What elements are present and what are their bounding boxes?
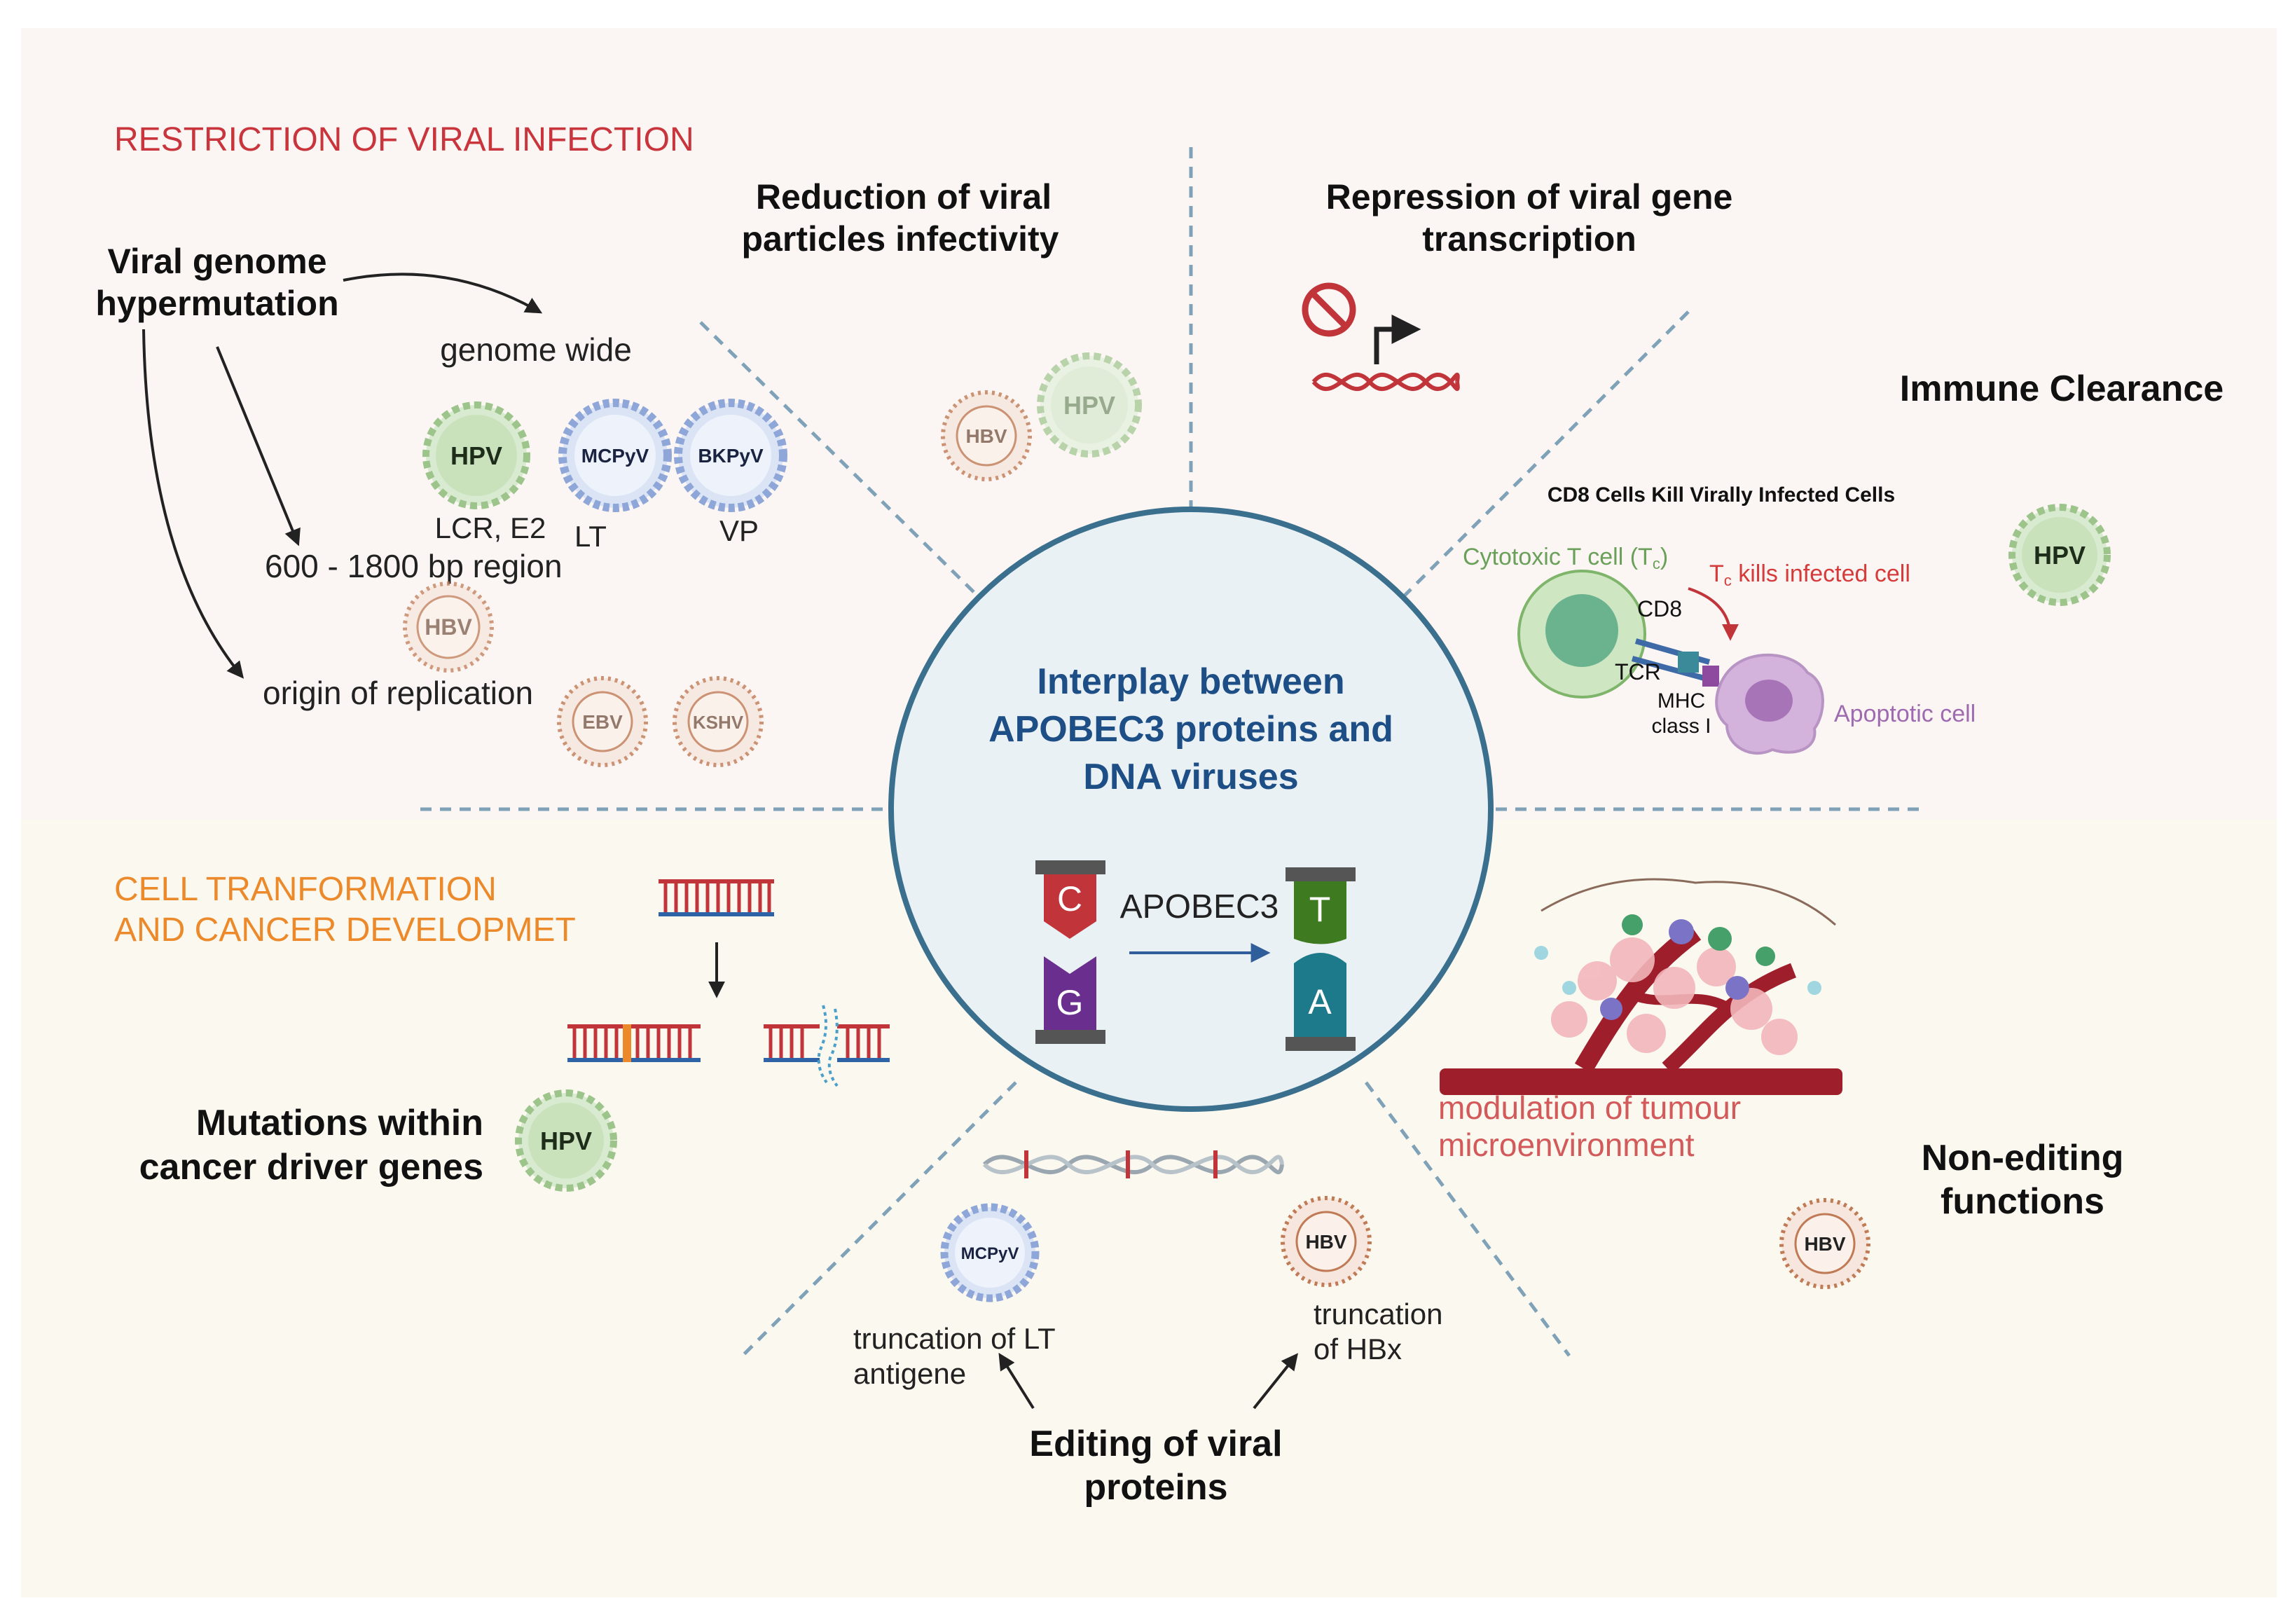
svg-text:BKPyV: BKPyV	[698, 445, 764, 467]
editing-title-line2: proteins	[1084, 1467, 1227, 1508]
hypermutation-title-line2: hypermutation	[95, 284, 338, 323]
cd8-label: CD8	[1637, 596, 1682, 621]
svg-text:G: G	[1056, 983, 1084, 1022]
transformation-header-line1: CELL TRANFORMATION	[114, 871, 497, 908]
immune-subtitle: CD8 Cells Kill Virally Infected Cells	[1548, 483, 1895, 507]
mutated-dna-icon	[567, 1024, 701, 1062]
cytotoxic-label: Cytotoxic T cell (Tc)	[1463, 544, 1668, 572]
transcription-arrow-icon	[1374, 315, 1421, 364]
repression-title-line1: Repression of viral gene	[1326, 177, 1733, 216]
section-dividers	[420, 147, 1927, 1357]
broken-dna-icon	[764, 1005, 890, 1087]
svg-text:KSHV: KSHV	[693, 712, 744, 733]
nonediting-title-line1: Non-editing	[1922, 1138, 2124, 1178]
lt-truncation-line1: truncation of LT	[853, 1322, 1056, 1355]
hypermutation-title-line1: Viral genome	[107, 242, 326, 281]
vp-label: VP	[719, 514, 759, 547]
hbv-virus-icon: HBV	[403, 582, 494, 673]
hbx-truncation-line1: truncation	[1314, 1298, 1442, 1330]
genome-wide-label: genome wide	[440, 331, 632, 368]
lt-label: LT	[574, 520, 607, 553]
tcr-label: TCR	[1615, 659, 1661, 684]
kills-label: Tc kills infected cell	[1709, 560, 1910, 589]
hpv-virus-icon: HPV	[515, 1089, 617, 1192]
tumour-label-line2: microenvironment	[1438, 1127, 1695, 1163]
mhc-label-line1: MHC	[1658, 689, 1705, 713]
lcr-e2-label: LCR, E2	[435, 511, 546, 544]
svg-text:HBV: HBV	[425, 614, 472, 640]
center-title-line2: APOBEC3 proteins and	[988, 709, 1393, 750]
tumour-vessel-icon	[1440, 878, 1842, 1095]
svg-text:HBV: HBV	[965, 425, 1007, 447]
transformation-header-line2: AND CANCER DEVELOPMET	[114, 911, 576, 949]
nonediting-title-line2: functions	[1941, 1181, 2104, 1222]
hbv-virus-icon: HBV	[1281, 1196, 1372, 1287]
t-cell-icon	[1517, 570, 1719, 699]
mcpyv-virus-icon: MCPyV	[940, 1203, 1040, 1302]
center-circle	[888, 507, 1494, 1112]
reduction-title-line1: Reduction of viral	[756, 177, 1052, 216]
lt-truncation-line2: antigene	[853, 1357, 966, 1390]
editing-title-line1: Editing of viral	[1029, 1424, 1282, 1464]
svg-text:HPV: HPV	[1063, 391, 1115, 420]
dna-ladder-icon	[659, 879, 774, 916]
no-entry-icon	[1302, 282, 1356, 337]
hbv-virus-icon: HBV	[941, 390, 1032, 481]
apobec3-enzyme-label: APOBEC3	[1120, 888, 1279, 925]
mutations-title-line2: cancer driver genes	[139, 1147, 483, 1188]
svg-text:HBV: HBV	[1305, 1231, 1346, 1253]
svg-text:HPV: HPV	[540, 1127, 592, 1155]
kill-arrow	[1688, 587, 1739, 641]
svg-text:HPV: HPV	[450, 441, 502, 470]
apoptotic-cell-icon	[1715, 654, 1824, 755]
hbv-virus-icon: HBV	[1779, 1198, 1870, 1289]
apoptotic-label: Apoptotic cell	[1834, 701, 1976, 727]
repression-title-line2: transcription	[1422, 219, 1636, 259]
immune-title: Immune Clearance	[1900, 369, 2224, 409]
kshv-virus-icon: KSHV	[673, 676, 764, 767]
center-title-line1: Interplay between	[1037, 661, 1344, 702]
dna-helix-icon	[982, 1150, 1284, 1178]
region-label: 600 - 1800 bp region	[265, 548, 563, 584]
svg-text:A: A	[1308, 982, 1332, 1021]
svg-text:HBV: HBV	[1804, 1233, 1845, 1255]
mutations-title-line1: Mutations within	[196, 1103, 483, 1143]
t-a-base-pair-icon: T A	[1286, 867, 1356, 1051]
c-g-base-pair-icon: C G	[1035, 860, 1105, 1044]
svg-text:MCPyV: MCPyV	[581, 445, 649, 467]
hpv-virus-icon: HPV	[1037, 352, 1142, 457]
tumour-label-line1: modulation of tumour	[1438, 1089, 1741, 1126]
mcpyv-virus-icon: MCPyV	[558, 399, 672, 512]
svg-text:MCPyV: MCPyV	[961, 1244, 1019, 1263]
svg-text:T: T	[1309, 890, 1331, 929]
hypermutation-arrows	[142, 273, 543, 679]
hpv-virus-icon: HPV	[2008, 504, 2111, 606]
dna-helix-icon	[1311, 372, 1460, 392]
svg-text:EBV: EBV	[582, 711, 623, 733]
hbx-truncation-line2: of HBx	[1314, 1333, 1402, 1365]
restriction-header: RESTRICTION OF VIRAL INFECTION	[114, 121, 694, 158]
bkpyv-virus-icon: BKPyV	[674, 399, 787, 512]
center-title-line3: DNA viruses	[1083, 757, 1298, 797]
hpv-virus-icon: HPV	[422, 401, 530, 509]
svg-text:C: C	[1057, 879, 1082, 918]
mhc-label-line2: class I	[1651, 715, 1711, 738]
editing-arrows	[998, 1352, 1298, 1410]
origin-label: origin of replication	[263, 675, 533, 711]
ebv-virus-icon: EBV	[557, 676, 648, 767]
svg-text:HPV: HPV	[2034, 541, 2086, 570]
reduction-title-line2: particles infectivity	[742, 219, 1059, 259]
